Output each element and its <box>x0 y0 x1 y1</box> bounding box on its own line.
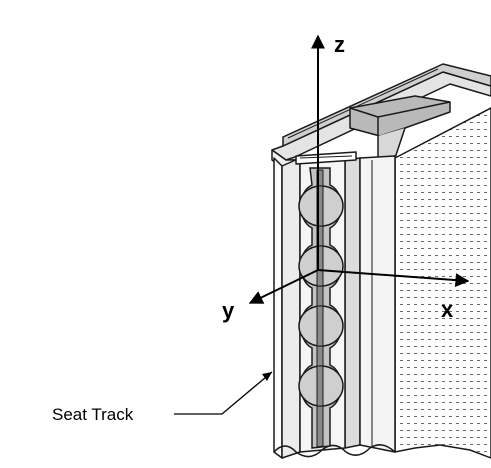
callout-leader-line <box>174 371 273 415</box>
seat-track-lobes <box>298 167 344 449</box>
y-axis-label: y <box>222 298 235 323</box>
panel-wall <box>394 107 491 459</box>
seat-track-label: Seat Track <box>52 405 134 424</box>
x-axis <box>317 269 470 288</box>
coordinate-axes <box>248 34 470 304</box>
seat-track-callout: Seat Track <box>52 371 273 424</box>
z-axis-label: z <box>334 32 345 57</box>
y-axis <box>248 269 319 304</box>
x-axis-label: x <box>441 297 454 322</box>
